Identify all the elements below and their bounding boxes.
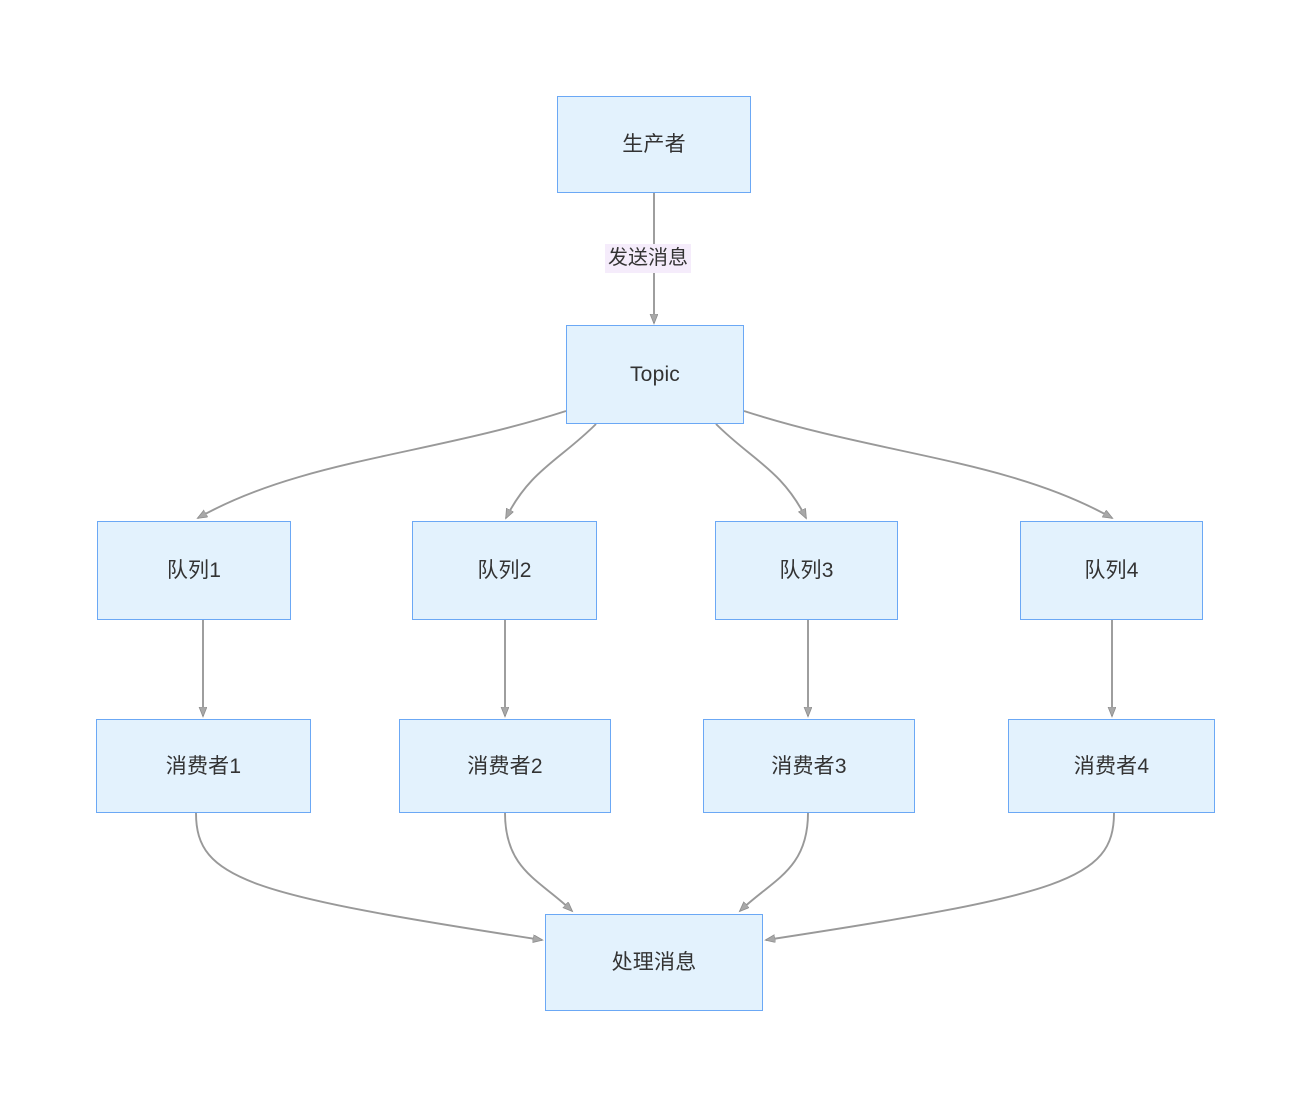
node-queue3[interactable]: 队列3 xyxy=(715,521,898,620)
node-topic[interactable]: Topic xyxy=(566,325,744,424)
edge-topic-queue1 xyxy=(198,410,567,518)
node-consumer1-label: 消费者1 xyxy=(165,754,242,778)
node-consumer1[interactable]: 消费者1 xyxy=(96,719,311,813)
node-topic-label: Topic xyxy=(629,363,681,386)
node-consumer4-label: 消费者4 xyxy=(1073,754,1150,778)
edge-consumer1-process xyxy=(195,812,542,940)
node-queue2-label: 队列2 xyxy=(477,559,532,582)
node-consumer2-label: 消费者2 xyxy=(467,754,543,778)
node-consumer2[interactable]: 消费者2 xyxy=(399,719,611,813)
node-consumer3[interactable]: 消费者3 xyxy=(703,719,915,813)
edge-topic-queue2 xyxy=(505,423,597,518)
node-process-label: 处理消息 xyxy=(611,951,697,974)
node-queue3-label: 队列3 xyxy=(779,559,834,582)
edge-consumer4-process xyxy=(766,812,1115,940)
node-queue1-label: 队列1 xyxy=(166,559,222,582)
node-producer[interactable]: 生产者 xyxy=(557,96,751,193)
node-consumer3-label: 消费者3 xyxy=(771,754,847,778)
node-queue4-label: 队列4 xyxy=(1084,559,1139,582)
node-queue4[interactable]: 队列4 xyxy=(1020,521,1203,620)
edge-consumer2-process xyxy=(504,812,572,911)
node-consumer4[interactable]: 消费者4 xyxy=(1008,719,1215,813)
edge-consumer3-process xyxy=(740,812,809,911)
node-queue1[interactable]: 队列1 xyxy=(97,521,291,620)
edge-topic-queue3 xyxy=(715,423,807,518)
edge-topic-queue4 xyxy=(743,410,1112,518)
node-queue2[interactable]: 队列2 xyxy=(412,521,597,620)
edge-label-send-message: 发送消息 xyxy=(605,244,691,273)
node-producer-label: 生产者 xyxy=(622,133,686,156)
node-process[interactable]: 处理消息 xyxy=(545,914,763,1011)
